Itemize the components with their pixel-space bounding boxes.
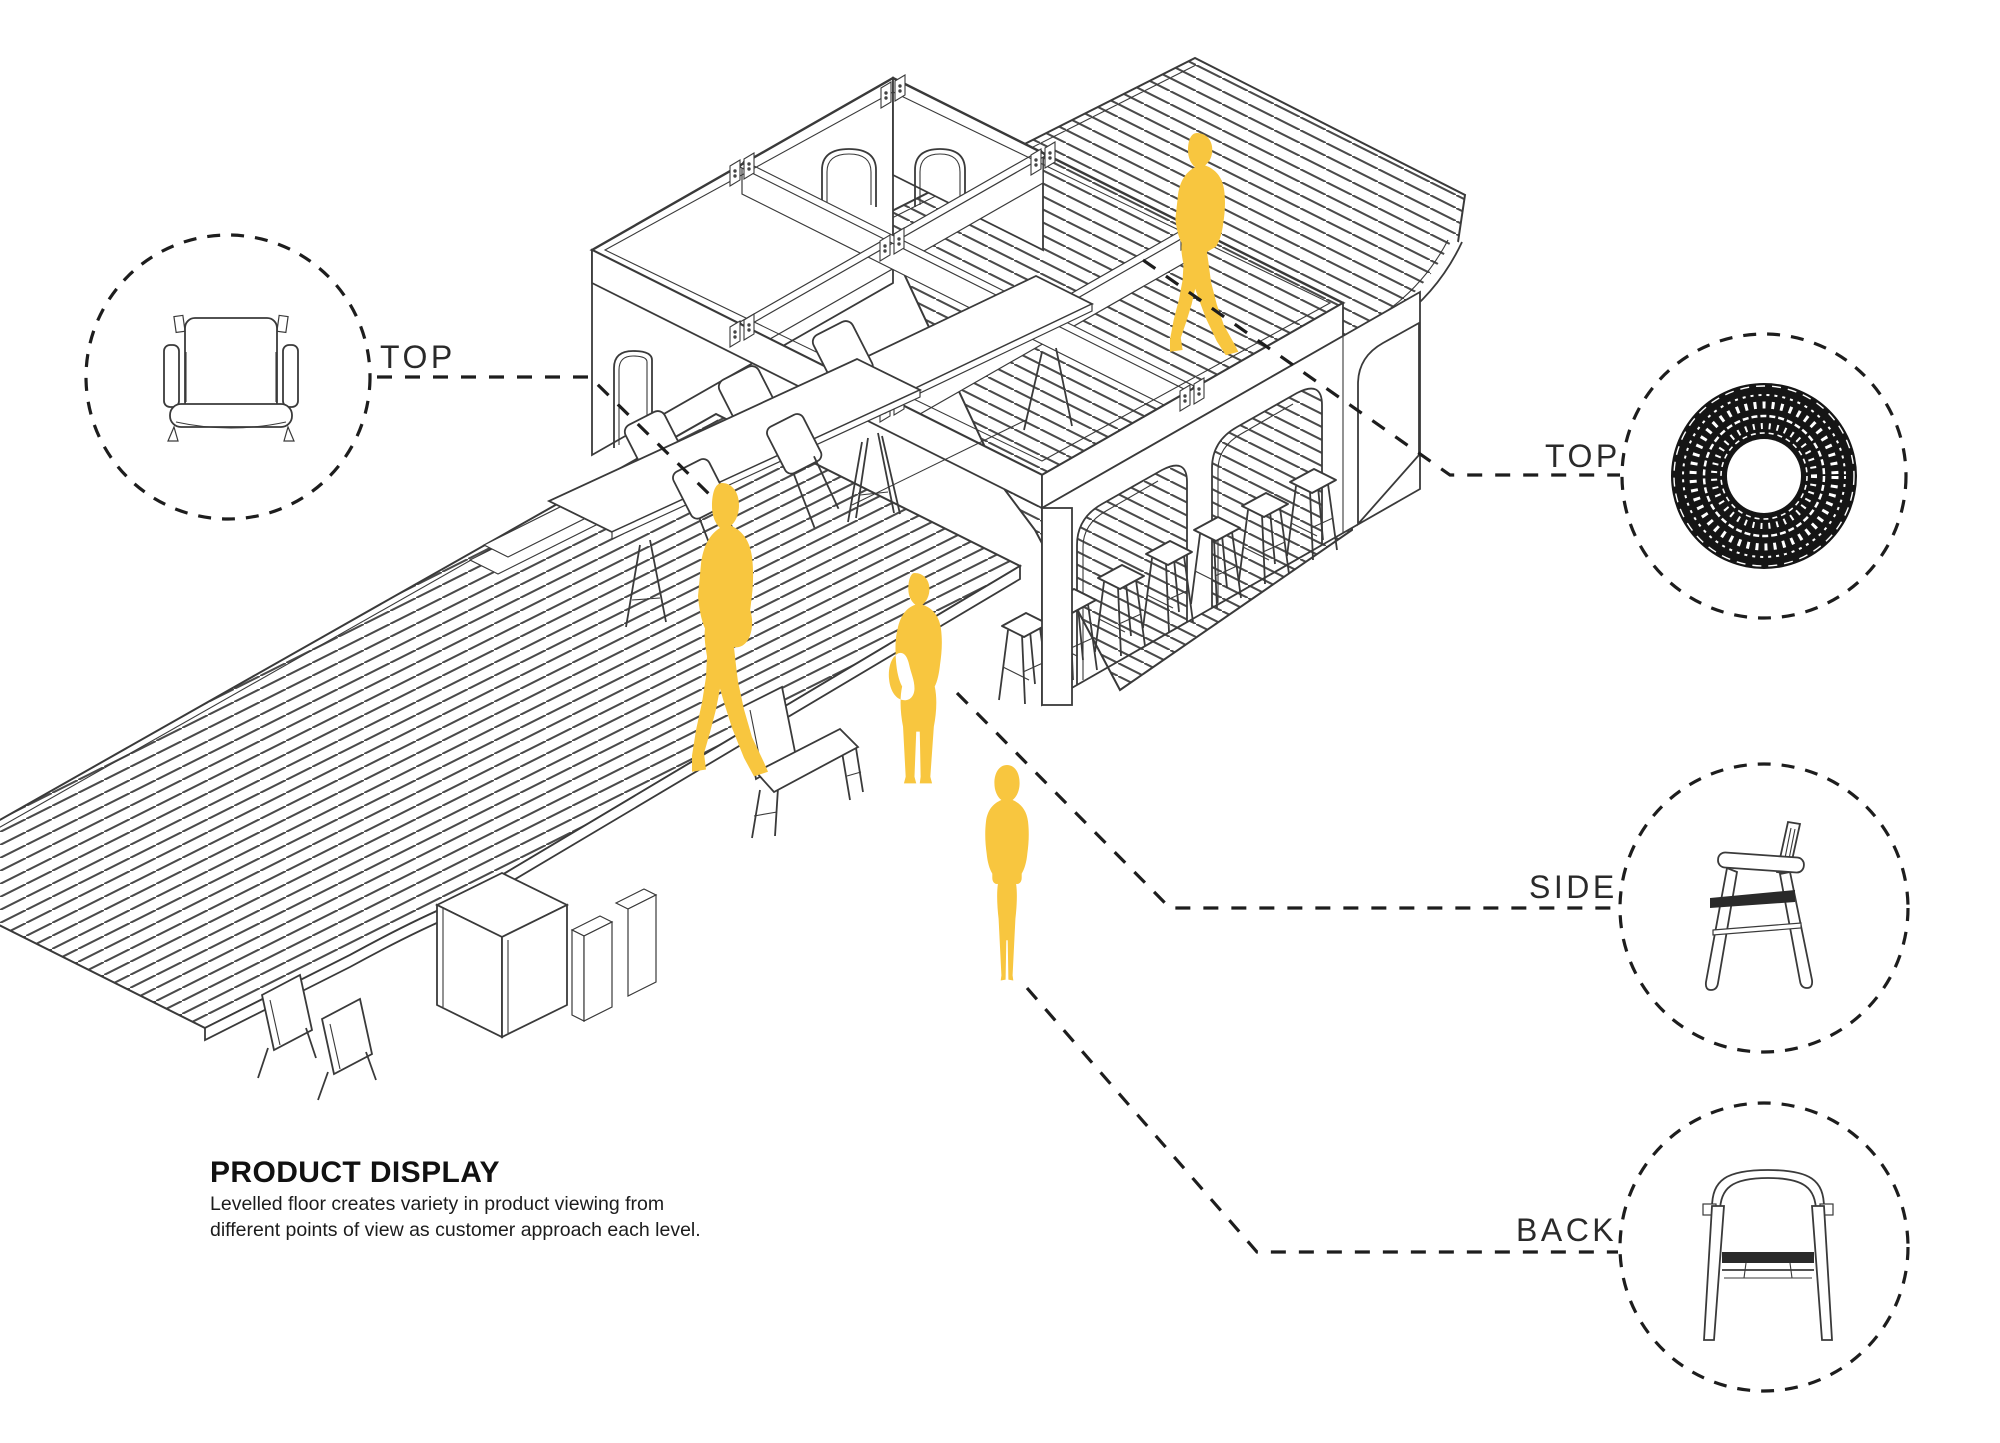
- caption-line1: Levelled floor creates variety in produc…: [210, 1193, 664, 1215]
- leader-top-right: [1142, 258, 1620, 477]
- figure-standing-back: [985, 765, 1029, 981]
- caption-line2: different points of view as customer app…: [210, 1219, 701, 1241]
- label-side-right: SIDE: [1529, 869, 1618, 905]
- callout-top-left: [84, 233, 372, 521]
- arcade-wall: [1041, 290, 1421, 707]
- figure-standing-side: [888, 573, 942, 784]
- display-crates: [434, 871, 658, 1039]
- callout-circle: [1618, 1101, 1910, 1393]
- armchair-top-view-icon: [163, 314, 299, 442]
- figure-walking-mid-deck: [692, 483, 768, 777]
- lower-left-chairs: [257, 973, 377, 1101]
- callout-leaders: [377, 258, 1620, 1254]
- ornate-plate-icon: [1671, 383, 1857, 569]
- arcade-pillar: [1041, 507, 1073, 706]
- leader-side-right: [955, 691, 1618, 910]
- callout-back-right: [1618, 1101, 1910, 1393]
- structure-back-walls: [591, 76, 1044, 457]
- caption-title: PRODUCT DISPLAY: [210, 1156, 500, 1189]
- callout-side-right: [1618, 762, 1910, 1054]
- human-figures: [692, 133, 1239, 981]
- callout-circle: [84, 233, 372, 521]
- chair-side-view-icon: [1704, 820, 1814, 991]
- isometric-scene: [0, 56, 1467, 1101]
- chair-back-view-icon: [1702, 1169, 1834, 1341]
- label-top-left: TOP: [380, 339, 456, 375]
- callout-circle: [1618, 762, 1910, 1054]
- leader-top-left: [377, 375, 714, 499]
- callout-circle: [1620, 332, 1908, 620]
- leader-back-right: [1025, 986, 1618, 1254]
- figure-walking-upper-deck: [1170, 133, 1239, 356]
- label-back-right: BACK: [1516, 1212, 1617, 1248]
- caption-block: PRODUCT DISPLAY Levelled floor creates v…: [210, 1156, 701, 1241]
- label-top-right: TOP: [1545, 438, 1621, 474]
- callout-top-right: [1620, 332, 1908, 620]
